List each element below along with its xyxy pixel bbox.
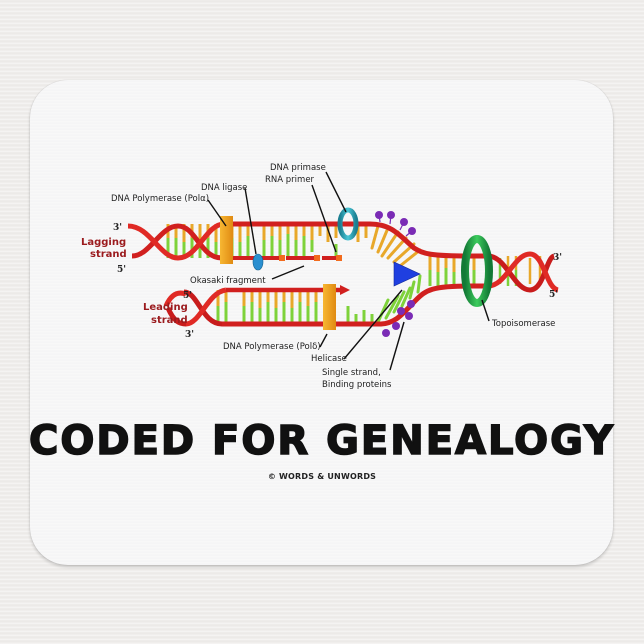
dna-polymerase-delta — [323, 284, 336, 330]
helicase — [393, 261, 421, 287]
label-okasaki-fragment: Okasaki fragment — [190, 276, 266, 286]
prime-right-top: 3' — [553, 253, 562, 263]
dna-primase — [337, 207, 359, 241]
dna-polymerase-alpha — [220, 216, 233, 264]
label-rna-primer: RNA primer — [265, 175, 315, 185]
copyright-text: © WORDS & UNWORDS — [267, 472, 377, 481]
prime-leading-bottom: 3' — [185, 330, 194, 340]
lagging-backbone-top — [222, 221, 471, 259]
label-helicase: Helicase — [311, 354, 347, 364]
rna-primer-3 — [336, 255, 342, 261]
label-dna-primase: DNA primase — [270, 163, 326, 173]
leading-helix-back — [183, 289, 223, 327]
leading-strand — [163, 274, 471, 327]
leading-helix-front — [185, 287, 227, 327]
prime-right-bottom: 5' — [549, 290, 558, 300]
product-title: CODED FOR GENEALOGY — [28, 417, 615, 465]
pointer-lines — [207, 171, 490, 371]
label-leading-line1: Leading — [143, 302, 188, 313]
topoisomerase — [461, 235, 493, 307]
label-lagging-line1: Lagging — [81, 237, 126, 248]
prime-lagging-bottom: 5' — [117, 265, 126, 275]
lagging-helix-front — [127, 221, 225, 261]
prime-leading-top: 5' — [183, 291, 192, 301]
lagging-helix-back — [131, 223, 223, 261]
lagging-strand — [127, 221, 476, 286]
label-topoisomerase: Topoisomerase — [491, 319, 555, 329]
dna-ligase — [252, 253, 264, 271]
label-dna-polymerase-delta: DNA Polymerase (Polδ) — [223, 342, 321, 352]
parental-helix — [487, 251, 560, 293]
label-lagging-line2: strand — [90, 249, 127, 260]
label-leading-line2: strand — [151, 315, 188, 326]
label-ssb-line2: Binding proteins — [322, 380, 392, 390]
rna-primer-1 — [279, 255, 285, 261]
leading-backbone-template — [222, 283, 471, 327]
rna-primer-2 — [314, 255, 320, 261]
label-ssb-line1: Single strand, — [322, 368, 381, 378]
leading-arrow-icon — [340, 285, 350, 295]
label-dna-polymerase-alpha: DNA Polymerase (Polα) — [111, 194, 209, 204]
prime-lagging-top: 3' — [113, 223, 122, 233]
label-dna-ligase: DNA ligase — [201, 183, 247, 193]
